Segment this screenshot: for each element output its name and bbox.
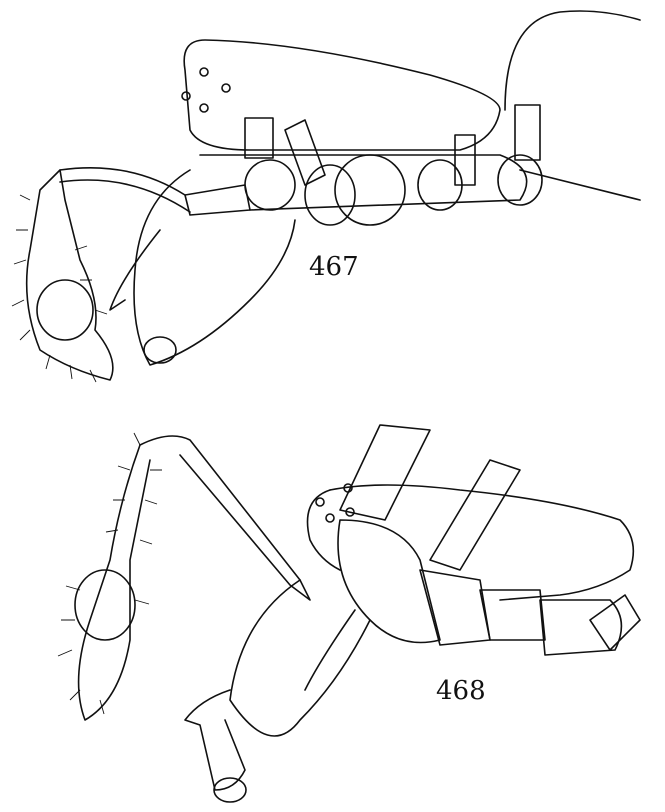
figure-label-467: 467 [309, 252, 359, 282]
figure-467-drawing [11, 10, 641, 383]
figure-label-468: 468 [436, 676, 486, 706]
figure-468-drawing [57, 424, 641, 803]
